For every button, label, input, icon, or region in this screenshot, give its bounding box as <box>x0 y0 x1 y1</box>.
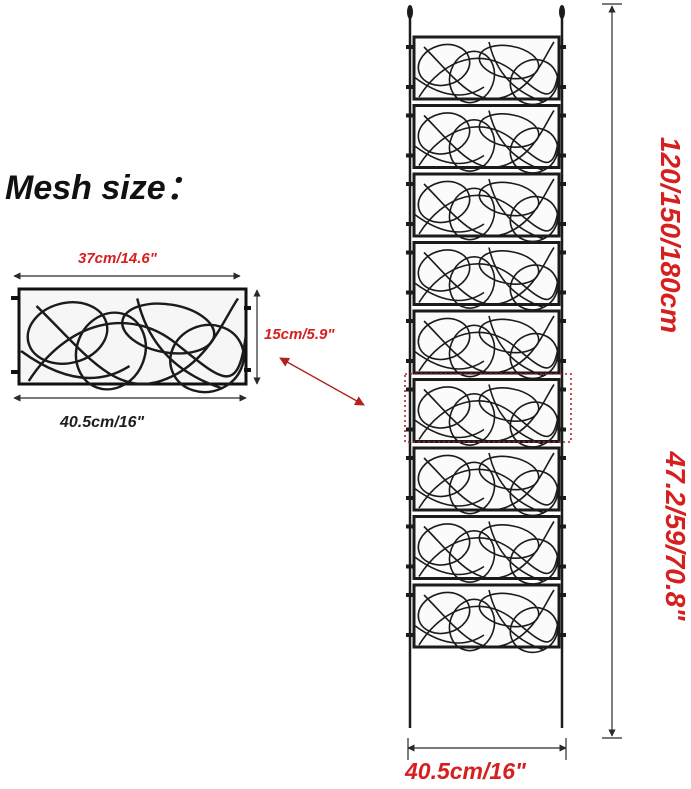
trellis-panel <box>414 106 565 181</box>
trellis-panel <box>414 311 565 386</box>
panel-clip <box>559 456 566 460</box>
panel-clip <box>406 593 413 597</box>
panel-clip <box>406 182 413 186</box>
mesh-outer-width-label: 40.5cm/16" <box>60 414 145 431</box>
mesh-size-heading: Mesh size： <box>5 169 200 207</box>
panel-clip <box>559 45 566 49</box>
panel-clip <box>406 319 413 323</box>
panel-clip <box>406 524 413 529</box>
panel-clip <box>406 496 413 500</box>
panel-clip <box>559 564 566 569</box>
mesh-detail <box>11 272 261 405</box>
trellis-panel <box>414 448 565 523</box>
panel-clip <box>406 290 413 295</box>
panel-clip <box>559 319 566 323</box>
trellis <box>404 5 572 728</box>
panel-clip <box>559 85 566 89</box>
trellis-panel <box>414 585 565 660</box>
panel-clip <box>406 250 413 255</box>
trellis-panel <box>414 243 565 318</box>
panel-clip <box>406 456 413 460</box>
panel-clip <box>559 427 566 432</box>
panel-clip <box>559 593 566 597</box>
mesh-height-label: 15cm/5.9" <box>264 326 335 343</box>
panel-clip <box>559 496 566 500</box>
panel-clip <box>559 633 566 637</box>
trellis-panel <box>414 380 565 455</box>
panel-clip <box>406 113 413 118</box>
panel-clip <box>406 633 413 637</box>
panel-clip <box>559 387 566 392</box>
panel-clip <box>406 387 413 392</box>
panel-clip <box>559 359 566 363</box>
panel-clip <box>406 222 413 226</box>
panel-clip <box>559 524 566 529</box>
panel-clip <box>559 182 566 186</box>
panel-clip <box>406 359 413 363</box>
trellis-width-label: 40.5cm/16" <box>405 758 526 784</box>
panel-clip <box>559 153 566 158</box>
trellis-right-finial <box>559 5 565 19</box>
panel-clip <box>406 564 413 569</box>
panel-clip <box>559 113 566 118</box>
panel-clip <box>406 427 413 432</box>
panel-clip <box>559 290 566 295</box>
panel-clip <box>559 250 566 255</box>
zoom-connector-arrow <box>279 357 365 406</box>
panel-clip <box>406 45 413 49</box>
panel-clip <box>406 85 413 89</box>
panel-clip <box>559 222 566 226</box>
trellis-panel <box>414 517 565 592</box>
panel-clip <box>406 153 413 158</box>
trellis-panel <box>414 37 565 112</box>
highlight-panel-box <box>404 373 572 443</box>
trellis-panel <box>414 174 565 249</box>
mesh-inner-width-label: 37cm/14.6" <box>78 250 157 267</box>
trellis-left-finial <box>407 5 413 19</box>
